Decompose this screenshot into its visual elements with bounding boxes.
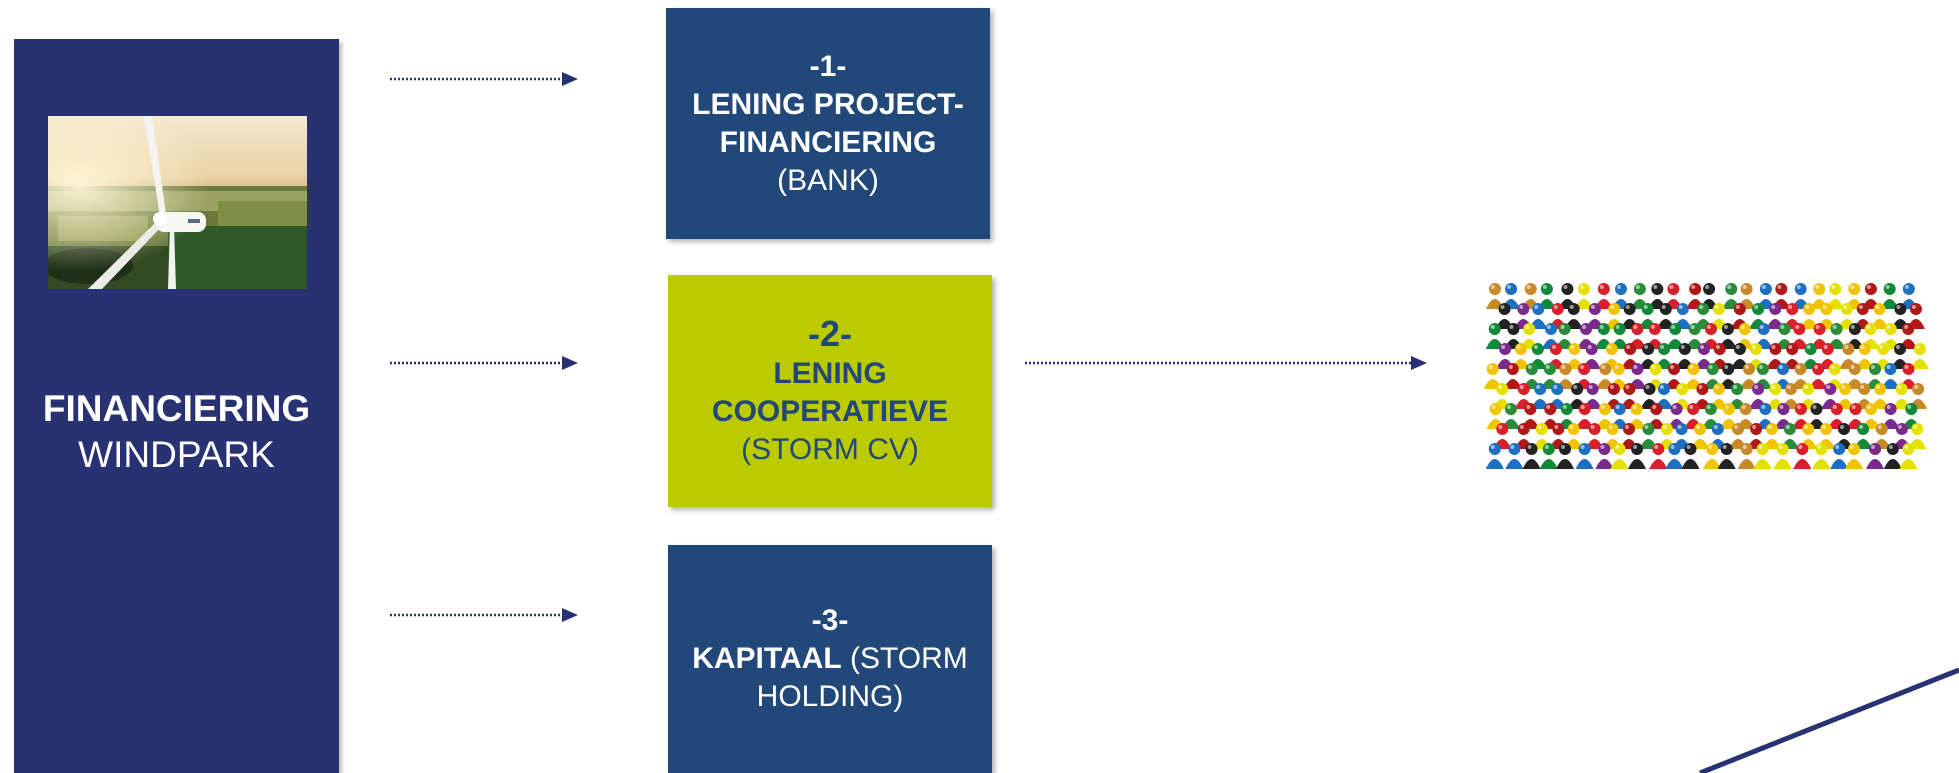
pawn-figure: [1883, 443, 1902, 469]
pawn-figure: [1656, 303, 1675, 329]
pawn-figure: [1701, 403, 1720, 429]
financing-windpark-panel: FINANCIERING WINDPARK: [14, 39, 339, 773]
pawn-figure: [1845, 443, 1864, 469]
pawn-figure: [1575, 403, 1594, 429]
pawn-figure: [1485, 323, 1504, 349]
pawn-figure: [1753, 443, 1772, 469]
panel-title-bold: FINANCIERING: [42, 388, 311, 429]
pawn-figure: [1809, 363, 1828, 389]
pawn-figure: [1899, 443, 1918, 469]
box-2-cooperative-loan: -2- LENING COOPERATIEVE (STORM CV): [668, 275, 992, 507]
pawn-figure: [1556, 363, 1575, 389]
box-1-line1: LENING PROJECT-: [692, 87, 964, 121]
pawn-figure: [1909, 383, 1928, 409]
box-1-number: -1-: [809, 49, 847, 83]
arrow-to-box-1: [390, 72, 578, 86]
pawn-figure: [1585, 423, 1604, 449]
box-1-bank-loan: -1- LENING PROJECT- FINANCIERING (BANK): [666, 8, 990, 239]
pawn-figure: [1596, 363, 1615, 389]
pawn-figure: [1502, 283, 1521, 309]
wind-turbine-image: [48, 116, 307, 289]
pawn-figure: [1793, 443, 1812, 469]
pawn-figure: [1485, 443, 1504, 469]
pawn-figure: [1781, 383, 1800, 409]
pawn-figure: [1539, 443, 1558, 469]
pawn-figure: [1773, 443, 1792, 469]
box-3-bold: KAPITAAL: [692, 642, 842, 675]
pawn-figure: [1610, 443, 1629, 469]
pawn-figure: [1673, 383, 1692, 409]
decorative-line: [1699, 667, 1959, 773]
pawn-figure: [1666, 323, 1685, 349]
arrow-to-box-2: [390, 356, 578, 370]
pawn-figure: [1717, 443, 1736, 469]
pawn-figure: [1665, 443, 1684, 469]
pawn-figure: [1681, 443, 1700, 469]
pawn-figure: [1749, 383, 1768, 409]
pawn-figure: [1628, 443, 1647, 469]
pawn-figure: [1505, 443, 1524, 469]
pawn-figure: [1735, 323, 1754, 349]
pawn-figure: [1574, 283, 1593, 309]
pawn-figure: [1855, 343, 1874, 369]
game-pawns-image: [1483, 283, 1929, 469]
pawn-figure: [1649, 443, 1668, 469]
box-3-number: -3-: [811, 604, 849, 637]
panel-title: FINANCIERING WINDPARK: [14, 386, 339, 478]
box-2-line3: (STORM CV): [741, 433, 919, 466]
box-3-line1: KAPITAAL (STORM: [692, 640, 968, 678]
pawn-figure: [1575, 443, 1594, 469]
pawn-figure: [1880, 283, 1899, 309]
pawn-figure: [1892, 383, 1911, 409]
pawn-figure: [1503, 363, 1522, 389]
box-1-line3: (BANK): [777, 163, 879, 197]
pawn-figure: [1854, 423, 1873, 449]
pawn-figure: [1910, 343, 1929, 369]
pawn-figure: [1610, 323, 1629, 349]
pawn-figure: [1737, 443, 1756, 469]
pawn-figure: [1812, 443, 1831, 469]
pawn-figure: [1737, 283, 1756, 309]
arrow-to-people: [1025, 356, 1427, 370]
pawn-figure: [1703, 443, 1722, 469]
box-2-line2: COOPERATIEVE: [711, 395, 949, 428]
pawn-figure: [1881, 363, 1900, 389]
pawn-figure: [1522, 443, 1541, 469]
box-1-line2: FINANCIERING: [719, 125, 937, 159]
pawn-figure: [1609, 363, 1628, 389]
pawn-figure: [1511, 343, 1530, 369]
pawn-figure: [1595, 443, 1614, 469]
arrow-to-box-3: [390, 608, 578, 622]
box-2-number: -2-: [808, 313, 852, 354]
box-3-rest: (STORM: [841, 642, 968, 675]
wind-turbine-photo: [48, 116, 307, 289]
pawn-figure: [1866, 443, 1885, 469]
pawn-figure: [1621, 343, 1640, 369]
pawn-figure: [1830, 443, 1849, 469]
pawn-figure: [1749, 303, 1768, 329]
pawn-figure: [1486, 403, 1505, 429]
box-3-line2: HOLDING): [756, 680, 904, 713]
pawn-figure: [1556, 443, 1575, 469]
pawn-figure: [1861, 403, 1880, 429]
pawn-figure: [1753, 363, 1772, 389]
box-2-line1: LENING: [773, 357, 887, 390]
panel-title-light: WINDPARK: [78, 434, 275, 475]
box-3-capital: -3- KAPITAAL (STORM HOLDING): [668, 545, 992, 773]
